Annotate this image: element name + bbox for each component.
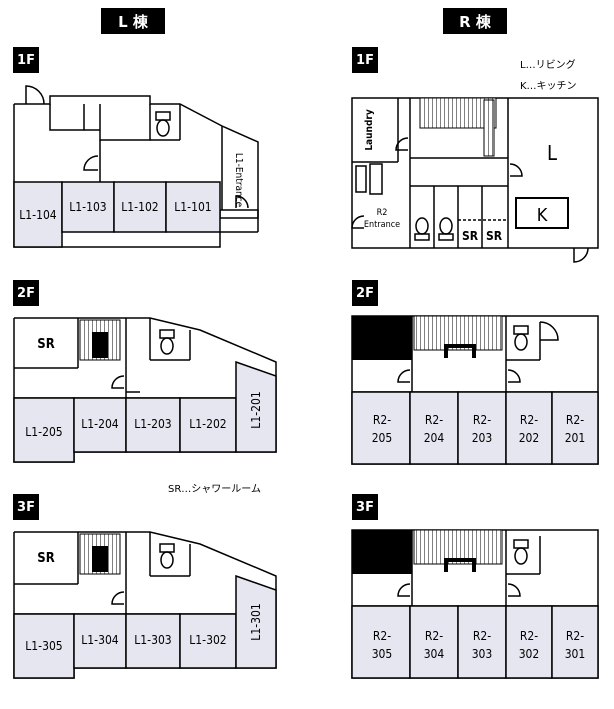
toilet-icon <box>155 111 171 137</box>
floor-label-l3f: 3F <box>13 494 39 520</box>
room-label-line1: R2- <box>425 629 443 643</box>
room-label-line2: 301 <box>565 647 586 661</box>
room-label-line1: R2- <box>566 413 584 427</box>
room-label: L1-202 <box>189 417 226 431</box>
room-label-line2: 202 <box>519 431 540 445</box>
shower-room-label: SR <box>486 229 503 243</box>
room-label-line1: R2- <box>373 629 391 643</box>
toilet-icon <box>159 543 175 569</box>
rooms-l-1f <box>13 181 221 248</box>
stair-core-l-2f <box>92 332 108 358</box>
room-label: L1-102 <box>121 200 158 214</box>
room-label: L1-205 <box>25 425 62 439</box>
room-label: L1-302 <box>189 633 226 647</box>
handrail-r-2f <box>444 344 476 358</box>
rooms-l-3f <box>13 574 277 679</box>
room-label-line1: R2- <box>373 413 391 427</box>
room-label-line2: 204 <box>424 431 445 445</box>
room-label-line1: R2- <box>566 629 584 643</box>
room-label-line1: R2- <box>473 629 491 643</box>
room-label-line2: 304 <box>424 647 445 661</box>
toilet-icon <box>513 539 529 565</box>
room-label-line2: 303 <box>472 647 493 661</box>
building-r-title: R 棟 <box>443 8 507 34</box>
building-l-title: L 棟 <box>101 8 165 34</box>
dark-block-r-3f <box>352 530 412 574</box>
shower-room-label: SR <box>37 337 54 352</box>
rooms-r-3f <box>351 605 599 679</box>
stairs-r-1f <box>419 97 497 129</box>
handrail-r-3f <box>444 558 476 572</box>
entrance-label-r-line1: R2 <box>377 208 388 218</box>
room-label-line2: 302 <box>519 647 540 661</box>
room-label-line1: R2- <box>520 413 538 427</box>
room-label: L1-201 <box>249 391 263 428</box>
stair-core-l-3f <box>92 546 108 572</box>
room-label: L1-101 <box>174 200 211 214</box>
plan-l-1f <box>13 85 259 248</box>
toilet-icon <box>159 329 175 355</box>
living-label: L <box>547 141 557 165</box>
dark-block-r-2f <box>352 316 412 360</box>
floor-label-r2f: 2F <box>352 280 378 306</box>
room-label-line1: R2- <box>425 413 443 427</box>
shower-room-label: SR <box>462 229 479 243</box>
room-label: L1-203 <box>134 417 171 431</box>
floor-label-r1f: 1F <box>352 47 378 73</box>
room-label-line1: R2- <box>473 413 491 427</box>
floor-label-l1f: 1F <box>13 47 39 73</box>
room-label-line1: R2- <box>520 629 538 643</box>
stairs-r-1f-side <box>483 99 495 157</box>
entrance-label-r-line2: Entrance <box>364 220 400 230</box>
plan-r-1f <box>351 97 599 263</box>
room-label-line2: 205 <box>372 431 393 445</box>
toilet-icon <box>414 217 454 241</box>
room-label-line2: 203 <box>472 431 493 445</box>
room-label: L1-204 <box>81 417 119 431</box>
room-label: L1-104 <box>19 208 57 222</box>
rooms-l-2f <box>13 360 277 463</box>
shower-room-label: SR <box>37 551 54 566</box>
legend-living: L…リビング <box>520 60 576 71</box>
room-label: L1-301 <box>249 603 263 640</box>
room-label-line2: 201 <box>565 431 586 445</box>
laundry-label: Laundry <box>364 109 375 150</box>
toilet-icon <box>513 325 529 351</box>
floor-label-r3f: 3F <box>352 494 378 520</box>
room-label: L1-304 <box>81 633 119 647</box>
room-label-line2: 305 <box>372 647 393 661</box>
room-label: L1-305 <box>25 639 62 653</box>
floor-label-l2f: 2F <box>13 280 39 306</box>
room-label: L1-103 <box>69 200 106 214</box>
legend-shower: SR…シャワールーム <box>168 484 261 495</box>
legend-kitchen: K…キッチン <box>520 81 577 92</box>
room-label: L1-303 <box>134 633 171 647</box>
rooms-r-2f <box>351 391 599 465</box>
kitchen-label: K <box>537 205 548 226</box>
entrance-label-l: L1-Entrance <box>233 153 244 208</box>
